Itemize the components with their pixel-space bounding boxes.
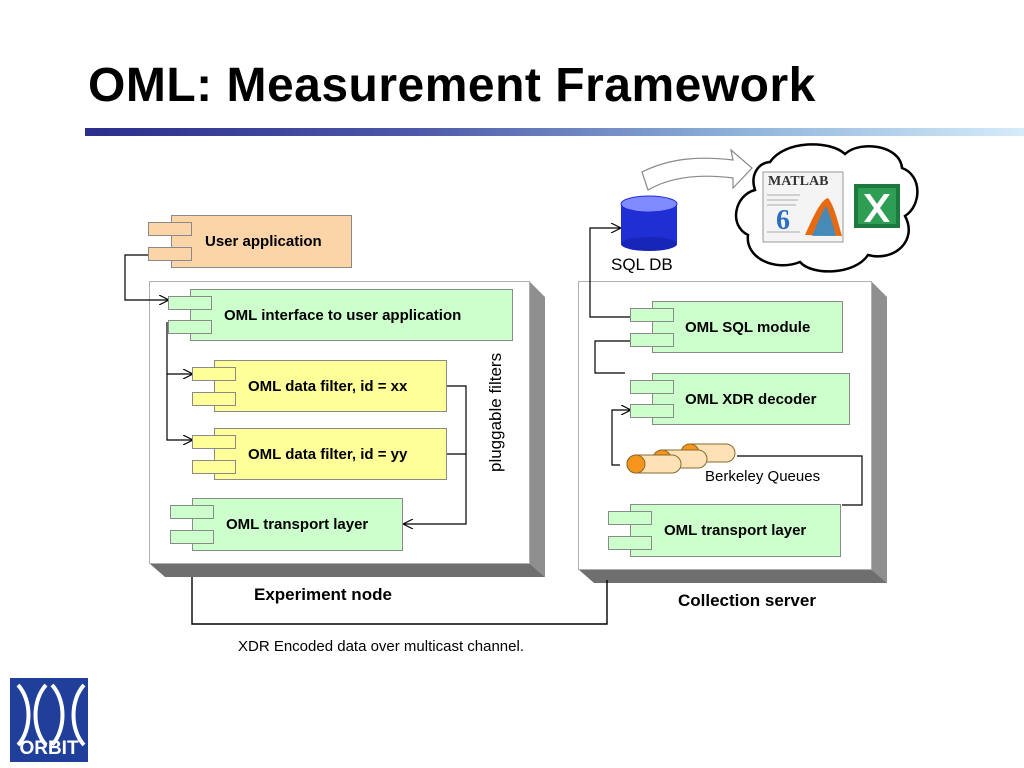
connector-filters-to-transport — [404, 385, 467, 524]
filter-xx-box: OML data filter, id = xx — [214, 360, 447, 412]
component-tab — [168, 296, 212, 310]
component-tab — [608, 536, 652, 550]
user-application-label: User application — [205, 233, 322, 250]
oml-interface-label: OML interface to user application — [224, 306, 462, 324]
sql-module-label: OML SQL module — [685, 318, 811, 336]
component-tab — [608, 511, 652, 525]
title-rule — [85, 128, 1024, 136]
component-tab — [630, 333, 674, 347]
component-tab — [192, 367, 236, 381]
component-tab — [148, 222, 192, 236]
export-arrow-icon — [641, 148, 753, 191]
connector-queues-to-xdr — [611, 410, 630, 466]
user-application-box: User application — [171, 215, 352, 268]
server-transport-box: OML transport layer — [630, 504, 841, 557]
matlab-text: MATLAB — [768, 174, 829, 189]
sql-module-box: OML SQL module — [652, 301, 843, 353]
connector-transport-to-queues — [737, 455, 863, 506]
experiment-transport-label: OML transport layer — [226, 516, 369, 533]
sql-db-label: SQL DB — [611, 255, 673, 274]
connector-sql-module-to-db — [589, 228, 630, 318]
channel-caption: XDR Encoded data over multicast channel. — [238, 638, 524, 655]
experiment-transport-box: OML transport layer — [192, 498, 403, 551]
component-tab — [192, 460, 236, 474]
collection-server-label: Collection server — [678, 591, 816, 610]
component-tab — [630, 380, 674, 394]
experiment-node-panel-3d — [149, 281, 545, 577]
component-tab — [170, 530, 214, 544]
xdr-decoder-box: OML XDR decoder — [652, 373, 850, 425]
component-tab — [168, 320, 212, 334]
component-tab — [630, 404, 674, 418]
component-tab — [170, 505, 214, 519]
xdr-decoder-label: OML XDR decoder — [685, 390, 817, 408]
component-tab — [192, 392, 236, 406]
sql-db-icon — [620, 195, 678, 251]
slide-title: OML: Measurement Framework — [88, 59, 816, 112]
connector-interface-to-filter-yy — [166, 322, 192, 440]
collection-server-panel-3d — [578, 281, 887, 583]
matlab-version: 6 — [776, 205, 790, 236]
experiment-node-label: Experiment node — [254, 585, 392, 604]
filter-yy-label: OML data filter, id = yy — [248, 445, 408, 463]
component-tab — [192, 435, 236, 449]
orbit-logo-text: ORBIT — [19, 738, 79, 759]
server-transport-label: OML transport layer — [664, 522, 807, 539]
matlab-icon — [762, 171, 844, 243]
connector-xdr-to-sql — [594, 340, 630, 374]
component-tab — [148, 247, 192, 261]
orbit-logo — [10, 678, 88, 762]
berkeley-queues-label: Berkeley Queues — [705, 468, 821, 485]
filter-yy-box: OML data filter, id = yy — [214, 428, 447, 480]
excel-icon — [854, 184, 900, 228]
filter-xx-label: OML data filter, id = xx — [248, 377, 408, 395]
connector-app-to-interface — [124, 254, 168, 300]
berkeley-queues-icon — [626, 443, 736, 474]
pluggable-filters-label: pluggable filters — [486, 352, 505, 472]
multicast-channel-line — [191, 577, 608, 625]
oml-interface-box: OML interface to user application — [190, 289, 513, 341]
component-tab — [630, 308, 674, 322]
